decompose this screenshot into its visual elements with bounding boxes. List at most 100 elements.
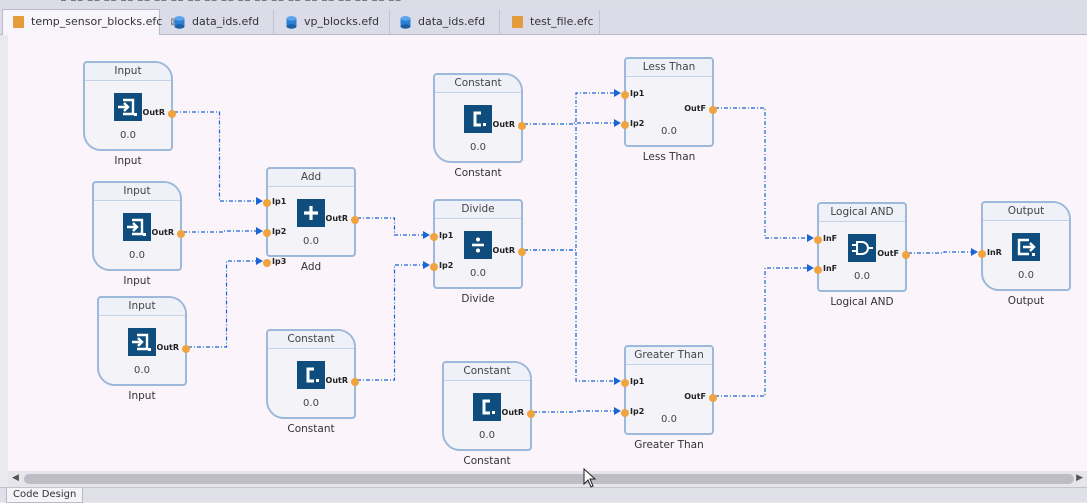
output-port-label: OutF [684, 392, 706, 401]
block-value: 0.0 [1018, 270, 1034, 281]
block-title: Logical AND [819, 204, 905, 222]
block-title: Input [85, 63, 171, 81]
tab-label: test_file.efc [530, 15, 594, 28]
block-value: 0.0 [303, 398, 319, 409]
block-title: Divide [435, 201, 521, 219]
tab-temp-sensor-blocks-efc[interactable]: temp_sensor_blocks.efc⊠ [2, 9, 179, 35]
block-caption: Input [123, 275, 151, 287]
output-port[interactable] [518, 248, 526, 256]
input-port[interactable] [263, 259, 271, 267]
input-port[interactable] [814, 236, 822, 244]
output-port[interactable] [182, 345, 190, 353]
tab-vp-blocks-efd[interactable]: vp_blocks.efd [276, 10, 390, 34]
block-input-1[interactable]: Input 0.0 OutR [83, 61, 176, 151]
output-port-label: OutR [156, 343, 179, 352]
block-caption: Add [300, 261, 322, 273]
block-title: Input [99, 298, 185, 316]
output-port-label: OutR [142, 108, 165, 117]
tab-data-ids-efd[interactable]: data_ids.efd [164, 10, 274, 34]
input-port-label: InR [987, 248, 1002, 257]
tab-test-file-efc[interactable]: test_file.efc [502, 10, 600, 34]
plus-icon [297, 199, 325, 227]
input-port-label: Ip1 [630, 89, 645, 98]
block-caption: Input [128, 390, 156, 402]
output-port-label: OutR [325, 214, 348, 223]
block-value: 0.0 [661, 414, 677, 425]
bottom-tab-bar: Code Design [0, 487, 1087, 503]
toolbar-ghost: ▪ ▪▪ ▪▪ ▪▪ ▪▪ ▪▪ ▪▪ ▪▪ ▪▪ ▪▪ ▪▪ ▪▪ ▪▪ ▪▪… [60, 0, 401, 4]
constant-icon [297, 361, 325, 389]
input-port-label: Ip1 [630, 377, 645, 386]
block-caption: Input [114, 155, 142, 167]
block-caption: Greater Than [634, 439, 704, 451]
output-port-label: OutR [492, 120, 515, 129]
divide-icon [464, 231, 492, 259]
block-title: Less Than [626, 59, 712, 77]
tab-label: data_ids.efd [192, 15, 260, 28]
output-port[interactable] [168, 110, 176, 118]
input-port[interactable] [430, 263, 438, 271]
input-port[interactable] [621, 91, 629, 99]
input-port[interactable] [814, 266, 822, 274]
output-port[interactable] [709, 394, 717, 402]
input-port[interactable] [621, 409, 629, 417]
block-value: 0.0 [470, 268, 486, 279]
scrollbar-thumb[interactable] [24, 474, 1074, 484]
block-title: Input [94, 183, 180, 201]
input-icon [128, 328, 156, 356]
input-port-label: Ip2 [439, 261, 454, 270]
input-port[interactable] [263, 199, 271, 207]
horizontal-scrollbar[interactable]: ◀ ▶ [8, 471, 1087, 487]
input-icon [114, 93, 142, 121]
mouse-cursor-icon [583, 468, 597, 488]
database-icon [286, 16, 297, 29]
block-title: Constant [435, 75, 521, 93]
constant-icon [464, 105, 492, 133]
output-port[interactable] [518, 122, 526, 130]
block-value: 0.0 [120, 130, 136, 141]
output-port[interactable] [351, 216, 359, 224]
block-title: Greater Than [626, 347, 712, 365]
tab-data-ids-efd[interactable]: data_ids.efd [390, 10, 500, 34]
block-caption: Output [1007, 295, 1045, 307]
block-input-3[interactable]: Input 0.0 OutR [97, 296, 190, 386]
output-port[interactable] [177, 230, 185, 238]
input-port-label: Ip2 [272, 227, 287, 236]
tab-label: vp_blocks.efd [304, 15, 380, 28]
output-port[interactable] [709, 106, 717, 114]
input-port[interactable] [263, 229, 271, 237]
block-title: Add [268, 169, 354, 187]
block-caption: Less Than [642, 151, 696, 163]
output-port[interactable] [527, 410, 535, 418]
input-port[interactable] [978, 250, 986, 258]
input-port[interactable] [430, 233, 438, 241]
input-port-label: InF [823, 264, 838, 273]
scroll-left-icon[interactable]: ◀ [12, 473, 19, 483]
block-value: 0.0 [134, 365, 150, 376]
input-port[interactable] [621, 121, 629, 129]
constant-icon [473, 393, 501, 421]
output-port-label: OutR [492, 246, 515, 255]
block-value: 0.0 [303, 236, 319, 247]
database-icon [400, 16, 411, 29]
output-port[interactable] [351, 378, 359, 386]
input-port-label: Ip2 [630, 407, 645, 416]
scroll-right-icon[interactable]: ▶ [1076, 473, 1083, 483]
output-port[interactable] [902, 251, 910, 259]
tab-label: data_ids.efd [418, 15, 486, 28]
output-port-label: OutR [151, 228, 174, 237]
block-caption: Constant [463, 455, 511, 467]
input-port-label: Ip2 [630, 119, 645, 128]
input-port[interactable] [621, 379, 629, 387]
block-caption: Logical AND [830, 296, 894, 308]
